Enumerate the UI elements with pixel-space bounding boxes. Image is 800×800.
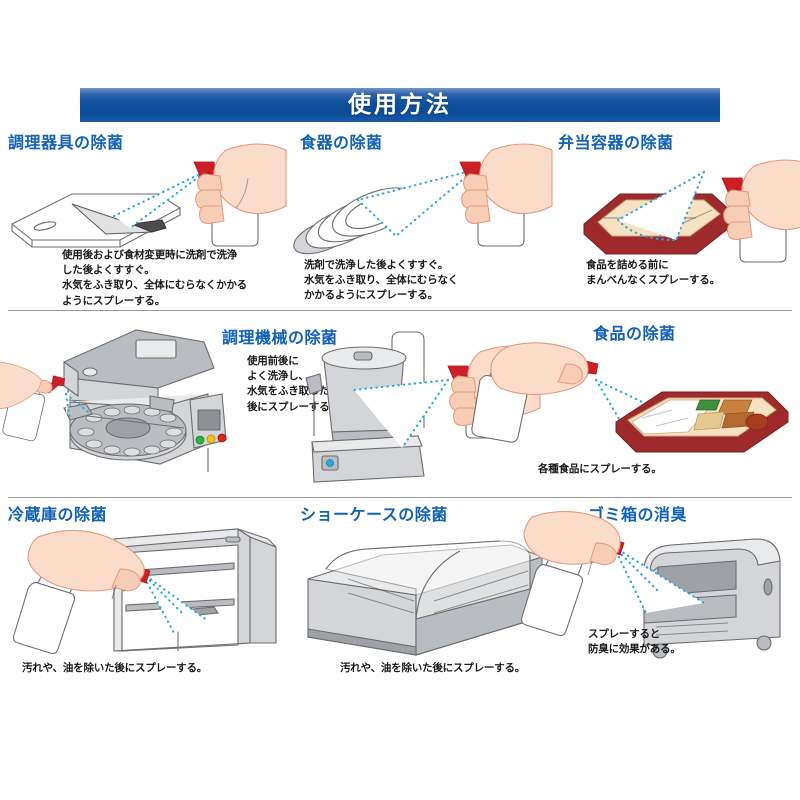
section-caption-trash-bin: スプレーすると 防臭に効果がある。 [588,628,681,656]
spray-bottle-and-hand [471,342,599,443]
spray-mist [64,392,90,422]
control-panel-icon [189,393,227,472]
section-caption-tableware: 洗剤で洗浄した後よくすすぐ。 水気をふき取り、全体にむらなく かかるようにスプレ… [304,259,459,302]
section-title-cooking-utensils: 調理器具の除菌 [8,133,124,152]
refrigerator-icon [113,528,277,652]
illustration-open-refrigerator [12,528,277,655]
showcase-icon [307,540,544,656]
section-bento-container: 弁当容器の除菌 [534,130,800,310]
section-caption-showcase: 汚れや、油を除いた後にスプレーする。 [340,662,526,674]
bento-box-icon [615,391,789,453]
section-showcase: ショーケースの除菌 汚れや、油を除 [288,499,576,699]
row-3: 冷蔵庫の除菌 [0,499,800,699]
illustration-food-processing-machine [0,329,227,472]
section-cooking-machinery: 調理機械の除菌 使用前後に よく洗浄し、 水気をふき取った 後にスプレーする。 [0,312,541,497]
section-tableware: 食器の除菌 [268,130,553,310]
row-divider-1 [8,310,792,311]
header-banner-wrapper: 使用方法 [0,88,800,122]
illustration-cooking-cart [305,331,541,483]
spray-mist [140,571,210,635]
illustration-stacked-plates [293,143,553,255]
illustration-empty-bento-box [583,159,800,263]
spray-mist [356,168,476,238]
section-title-foodstuff: 食品の除菌 [593,324,676,343]
food-items [693,399,769,431]
illustration-filled-bento-box [471,342,789,453]
illustration-cutting-board-and-knife [10,143,287,248]
section-title-bento-container: 弁当容器の除菌 [558,133,674,152]
section-title-tableware: 食器の除菌 [300,133,383,152]
cart-utensil-icon [305,373,323,436]
page-title: 使用方法 [348,91,452,118]
spray-bottle-and-hand [12,529,151,655]
spray-bottle-and-hand [520,510,625,637]
spray-bottle-and-hand [721,159,800,263]
section-refrigerator: 冷蔵庫の除菌 [0,499,288,699]
spray-mist [616,170,706,242]
spray-bottle-and-hand [0,361,66,442]
spray-mist [352,378,450,450]
section-caption-cooking-utensils: 使用後および食材変更時に洗剤で洗浄 した後よくすすぐ。 水気をふき取り、全体にむ… [62,249,247,307]
section-title-showcase: ショーケースの除菌 [300,505,448,524]
rotary-plate-icon [63,395,187,461]
illustration-trash-bin [520,510,781,659]
row-divider-2 [8,497,792,498]
section-caption-refrigerator: 汚れや、油を除いた後にスプレーする。 [22,662,208,674]
section-title-refrigerator: 冷蔵庫の除菌 [8,505,108,524]
row-1: 調理器具の除菌 [0,130,800,310]
row-2: 調理機械の除菌 使用前後に よく洗浄し、 水気をふき取った 後にスプレーする。 [0,312,800,497]
cart-base-icon [311,435,425,483]
section-foodstuff: 食品の除菌 [470,312,800,497]
illustration-display-showcase [307,540,544,656]
section-cooking-utensils: 調理器具の除菌 [0,130,287,310]
section-trash-bin: ゴミ箱の消臭 [520,499,800,699]
header-banner: 使用方法 [80,88,720,122]
section-caption-foodstuff: 各種食品にスプレーする。 [538,463,662,475]
spray-bottle-and-hand [193,143,287,247]
section-caption-bento-container: 食品を詰める前に まんべんなくスプレーする。 [586,259,720,287]
cart-handle-icon [391,331,425,428]
section-title-cooking-machinery: 調理機械の除菌 [222,328,338,347]
section-title-trash-bin: ゴミ箱の消臭 [588,505,688,524]
spray-mist [112,168,210,230]
spray-mist [612,545,706,615]
spray-bottle-and-hand [459,143,553,247]
